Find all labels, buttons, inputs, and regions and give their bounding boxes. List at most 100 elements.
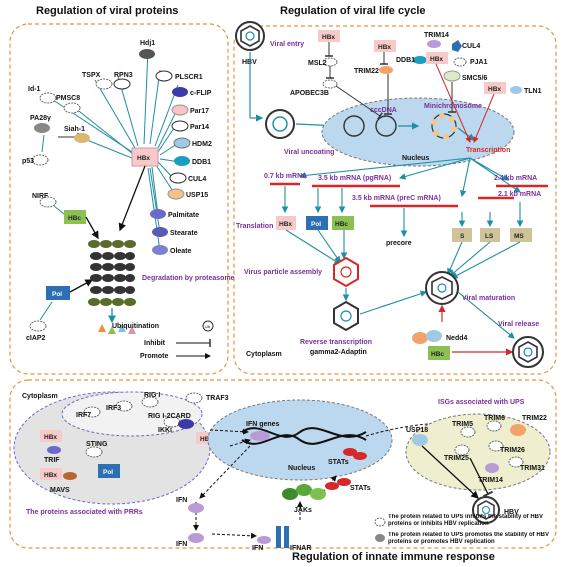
siah1-node (74, 133, 90, 143)
innate-nucleus-label: Nucleus (288, 465, 315, 472)
trim22-node (379, 66, 393, 74)
cul4-node (169, 172, 187, 184)
degradation-label: Degradation by proteasome (142, 275, 235, 282)
ifn-bound-node (257, 536, 271, 544)
viral-entry-label: Viral entry (270, 41, 304, 48)
hbv-virion-icon (235, 21, 265, 51)
pa28-node (34, 123, 50, 133)
pol-product-label: Pol (311, 221, 321, 228)
label-msl2: MSL2 (308, 60, 327, 67)
irf3-node (115, 400, 133, 412)
hbx-mavs-label: HBx (44, 472, 57, 479)
label-smc56: SMC5/6 (462, 75, 487, 82)
hbx-factor-label: HBx (378, 44, 391, 51)
mature-capsid-icon (333, 300, 359, 332)
legend-inhibit-text: The protein related to UPS inhibits the … (388, 514, 543, 527)
stats-nuclear-node (343, 448, 357, 456)
trim5-node (460, 426, 476, 438)
label-hdm2: HDM2 (192, 141, 212, 148)
label-traf3: TRAF3 (206, 395, 229, 402)
ifn-label: IFN (176, 497, 187, 504)
maturation-label: Viral maturation (462, 295, 515, 302)
translation-label: Translation (236, 223, 273, 230)
label-trif: TRIF (44, 457, 60, 464)
trim6-node (486, 420, 502, 432)
hbx-factor-label: HBx (430, 56, 443, 63)
hbc-label: HBc (68, 215, 81, 222)
hbx-mavs-box (40, 468, 62, 480)
hbv-innate-label: HBV (504, 509, 519, 516)
uncoating-virion-icon (265, 109, 295, 139)
label-siah1: Siah-1 (64, 126, 85, 133)
stats-label: STATs (350, 485, 371, 492)
peptide-fragment-icon (98, 324, 106, 332)
cflip-node (172, 87, 188, 97)
legend-promote-icon (375, 534, 385, 542)
legend-ubiquitination: Ubiquitination (112, 323, 159, 330)
cytoplasm-innate-label: Cytoplasm (22, 393, 58, 400)
cul4-node (452, 40, 462, 52)
capsid-rna-icon (340, 266, 352, 278)
legend-promote-text: The protein related to UPS promotes the … (388, 532, 549, 545)
label-cflip: c-FLIP (190, 90, 212, 97)
cccdna-icon (375, 115, 397, 137)
label-usp18: USP18 (406, 427, 428, 434)
mrna-07-label: 0.7 kb mRNA (264, 173, 307, 180)
pol-prr-box (98, 464, 120, 478)
trim14-node (427, 40, 441, 48)
trim22-isg-node (510, 424, 526, 436)
mavs-node (63, 472, 77, 480)
ub-icon-label: Ub (205, 324, 211, 329)
s-product-label: S (460, 233, 465, 240)
panel-life-cycle (233, 25, 557, 375)
ifn-genes-label: IFN genes (246, 421, 280, 428)
legend-inhibit-icon (374, 517, 386, 527)
label-tspx: TSPX (82, 72, 101, 79)
hbx-center-label: HBx (137, 155, 150, 162)
hbx-factor-box (318, 30, 340, 42)
hbx-ikki-label: HBx (200, 436, 213, 443)
usp18-node (412, 434, 428, 446)
label-stearate: Stearate (170, 230, 198, 237)
label-trim22-isg: TRIM22 (522, 415, 547, 422)
label-rpn3: RPN3 (114, 72, 133, 79)
pol-label: Pol (52, 291, 62, 298)
ciap2-node (29, 320, 47, 332)
label-trim14-isg: TRIM14 (478, 477, 503, 484)
ifnar-label: IFNAR (290, 545, 311, 552)
ifnar-receptor-icon (276, 526, 281, 548)
title-viral-proteins: Regulation of viral proteins (36, 5, 178, 17)
label-rigi-2card: RIG I-2CARD (148, 413, 191, 420)
isg-title: ISGs associated with UPS (438, 399, 525, 406)
hbx-prr-box (40, 430, 62, 442)
nucleus-region (321, 97, 515, 167)
rpn3-node (113, 78, 131, 90)
cytoplasm-label: Cytoplasm (246, 351, 282, 358)
stearate-node (152, 227, 168, 237)
label-oleate: Oleate (170, 248, 192, 255)
palmitate-node (150, 209, 166, 219)
transcription-label: Transcription (466, 147, 510, 154)
released-virion-icon (512, 336, 544, 368)
prr-caption: The proteins associated with PRRs (26, 509, 143, 516)
label-trim14: TRIM14 (424, 32, 449, 39)
viral-release-label: Viral release (498, 321, 539, 328)
par14-node (171, 120, 189, 132)
rigi-node (141, 396, 159, 408)
label-ddb1: DDB1 (192, 159, 211, 166)
msl2-node (322, 57, 338, 67)
maturing-virion-icon (425, 271, 459, 305)
jak-node (282, 488, 298, 500)
hbx-factor-label: HBx (322, 34, 335, 41)
apobec3b-node (322, 79, 338, 89)
ddb1-node (413, 56, 427, 64)
assembly-label: Virus particle assembly (244, 269, 322, 276)
usp15-node (167, 188, 185, 200)
label-trim5: TRIM5 (452, 421, 473, 428)
peptide-fragment-icon (128, 326, 136, 334)
oleate-node (152, 245, 168, 255)
jak-node (310, 488, 326, 500)
hbx-product-box (276, 216, 296, 230)
proteasome-icon (88, 240, 136, 306)
